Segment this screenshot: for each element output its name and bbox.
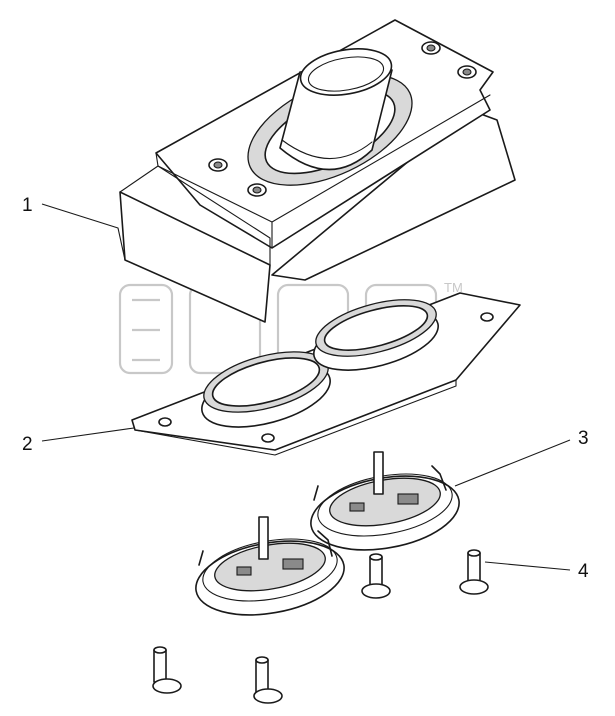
callout-1: 1	[22, 195, 33, 216]
part-3-clip-right	[310, 451, 460, 551]
part-2-gasket-plate	[131, 292, 521, 456]
leader-line-4	[484, 561, 571, 571]
callout-2: 2	[22, 434, 33, 455]
part-3-clip-left	[195, 516, 345, 616]
watermark-trademark: TM	[444, 280, 463, 295]
callout-3: 3	[578, 428, 589, 449]
rivet	[361, 553, 391, 599]
rivet	[152, 646, 182, 694]
part-1-housing	[117, 19, 516, 323]
rivet	[253, 656, 283, 704]
callout-4: 4	[578, 561, 589, 582]
rivet	[459, 549, 489, 595]
part-4-rivets	[152, 549, 489, 704]
part-1-holes	[208, 41, 477, 197]
leader-line-2	[41, 427, 135, 442]
leader-line-1	[41, 203, 119, 229]
leader-line-3	[454, 439, 571, 487]
